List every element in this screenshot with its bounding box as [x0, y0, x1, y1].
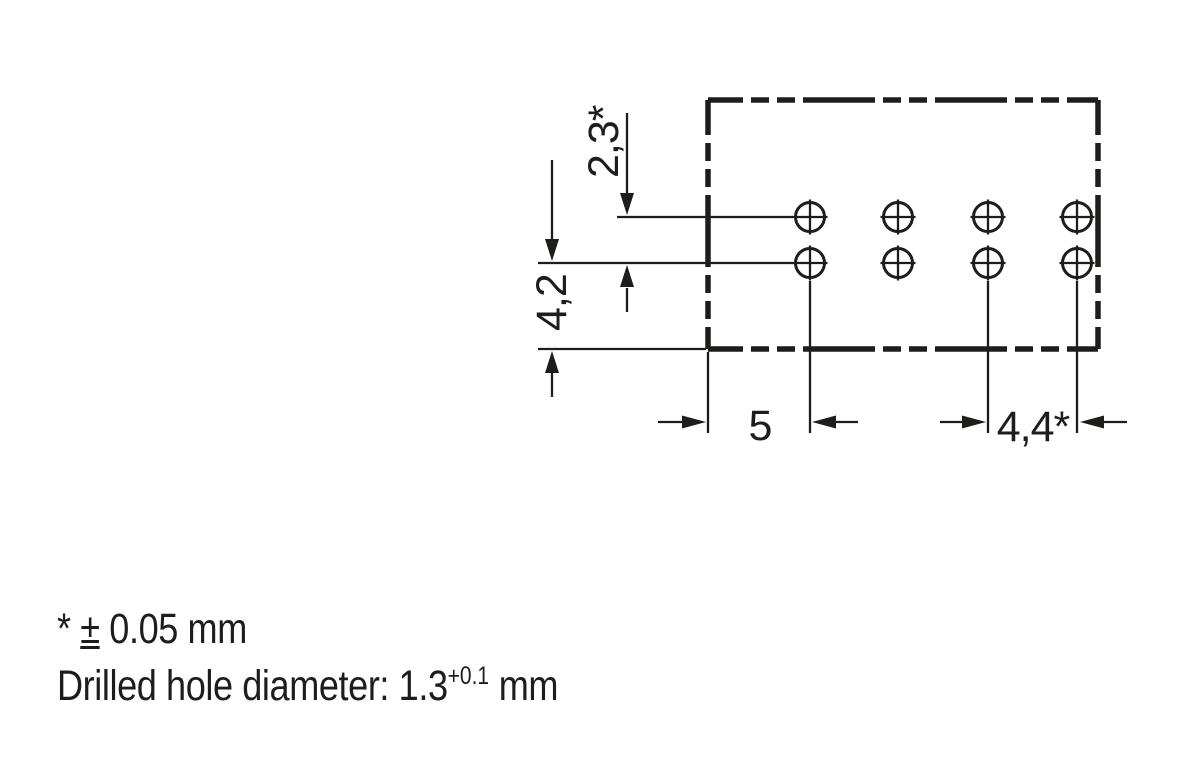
- drill-hole-marker: [792, 199, 828, 235]
- note-hole-diameter: Drilled hole diameter: 1.3+0.1 mm: [57, 658, 558, 721]
- drill-hole-marker: [970, 199, 1006, 235]
- drill-hole-marker: [970, 245, 1006, 281]
- arrow-down-icon: [545, 239, 559, 261]
- dimension-label-row-offset: 2,3*: [580, 104, 628, 178]
- arrow-left-icon: [1080, 415, 1104, 429]
- dimension-column-pitch: 4,4*: [940, 403, 1127, 451]
- note-tolerance: * ± 0.05 mm: [57, 601, 558, 658]
- drill-hole-marker: [880, 199, 916, 235]
- drawing-notes: * ± 0.05 mm Drilled hole diameter: 1.3+0…: [57, 601, 558, 721]
- arrow-right-icon: [682, 415, 706, 429]
- note-hole-diameter-text: Drilled hole diameter: 1.3: [57, 662, 448, 710]
- arrow-up-icon: [620, 265, 634, 287]
- note-tolerance-asterisk: *: [57, 605, 81, 653]
- drill-hole-marker: [880, 245, 916, 281]
- dimension-rows-to-edge: 4,2: [528, 160, 576, 397]
- dimension-label-column-pitch: 4,4*: [997, 403, 1071, 451]
- dimension-label-rows-to-edge: 4,2: [528, 274, 576, 331]
- arrow-left-icon: [812, 415, 836, 429]
- plus-minus-symbol: ±: [80, 605, 100, 653]
- dimension-row-offset: 2,3*: [580, 104, 634, 312]
- arrow-up-icon: [545, 351, 559, 373]
- dimension-label-edge-to-column: 5: [749, 402, 772, 450]
- drill-hole-marker: [1059, 245, 1095, 281]
- drill-hole-marker: [1059, 199, 1095, 235]
- extension-lines: [538, 215, 1079, 433]
- housing-outline: [705, 97, 1101, 352]
- dimension-edge-to-column: 5: [658, 402, 858, 450]
- dimension-drawing: 2,3* 4,2 5 4,4*: [528, 97, 1127, 451]
- arrow-down-icon: [620, 193, 634, 215]
- note-hole-diameter-tolerance: +0.1: [447, 662, 490, 690]
- note-tolerance-value: 0.05 mm: [99, 605, 247, 653]
- note-hole-diameter-unit: mm: [489, 662, 559, 710]
- drill-hole-marker: [792, 245, 828, 281]
- holes-layer: [792, 199, 1095, 281]
- arrow-right-icon: [962, 415, 986, 429]
